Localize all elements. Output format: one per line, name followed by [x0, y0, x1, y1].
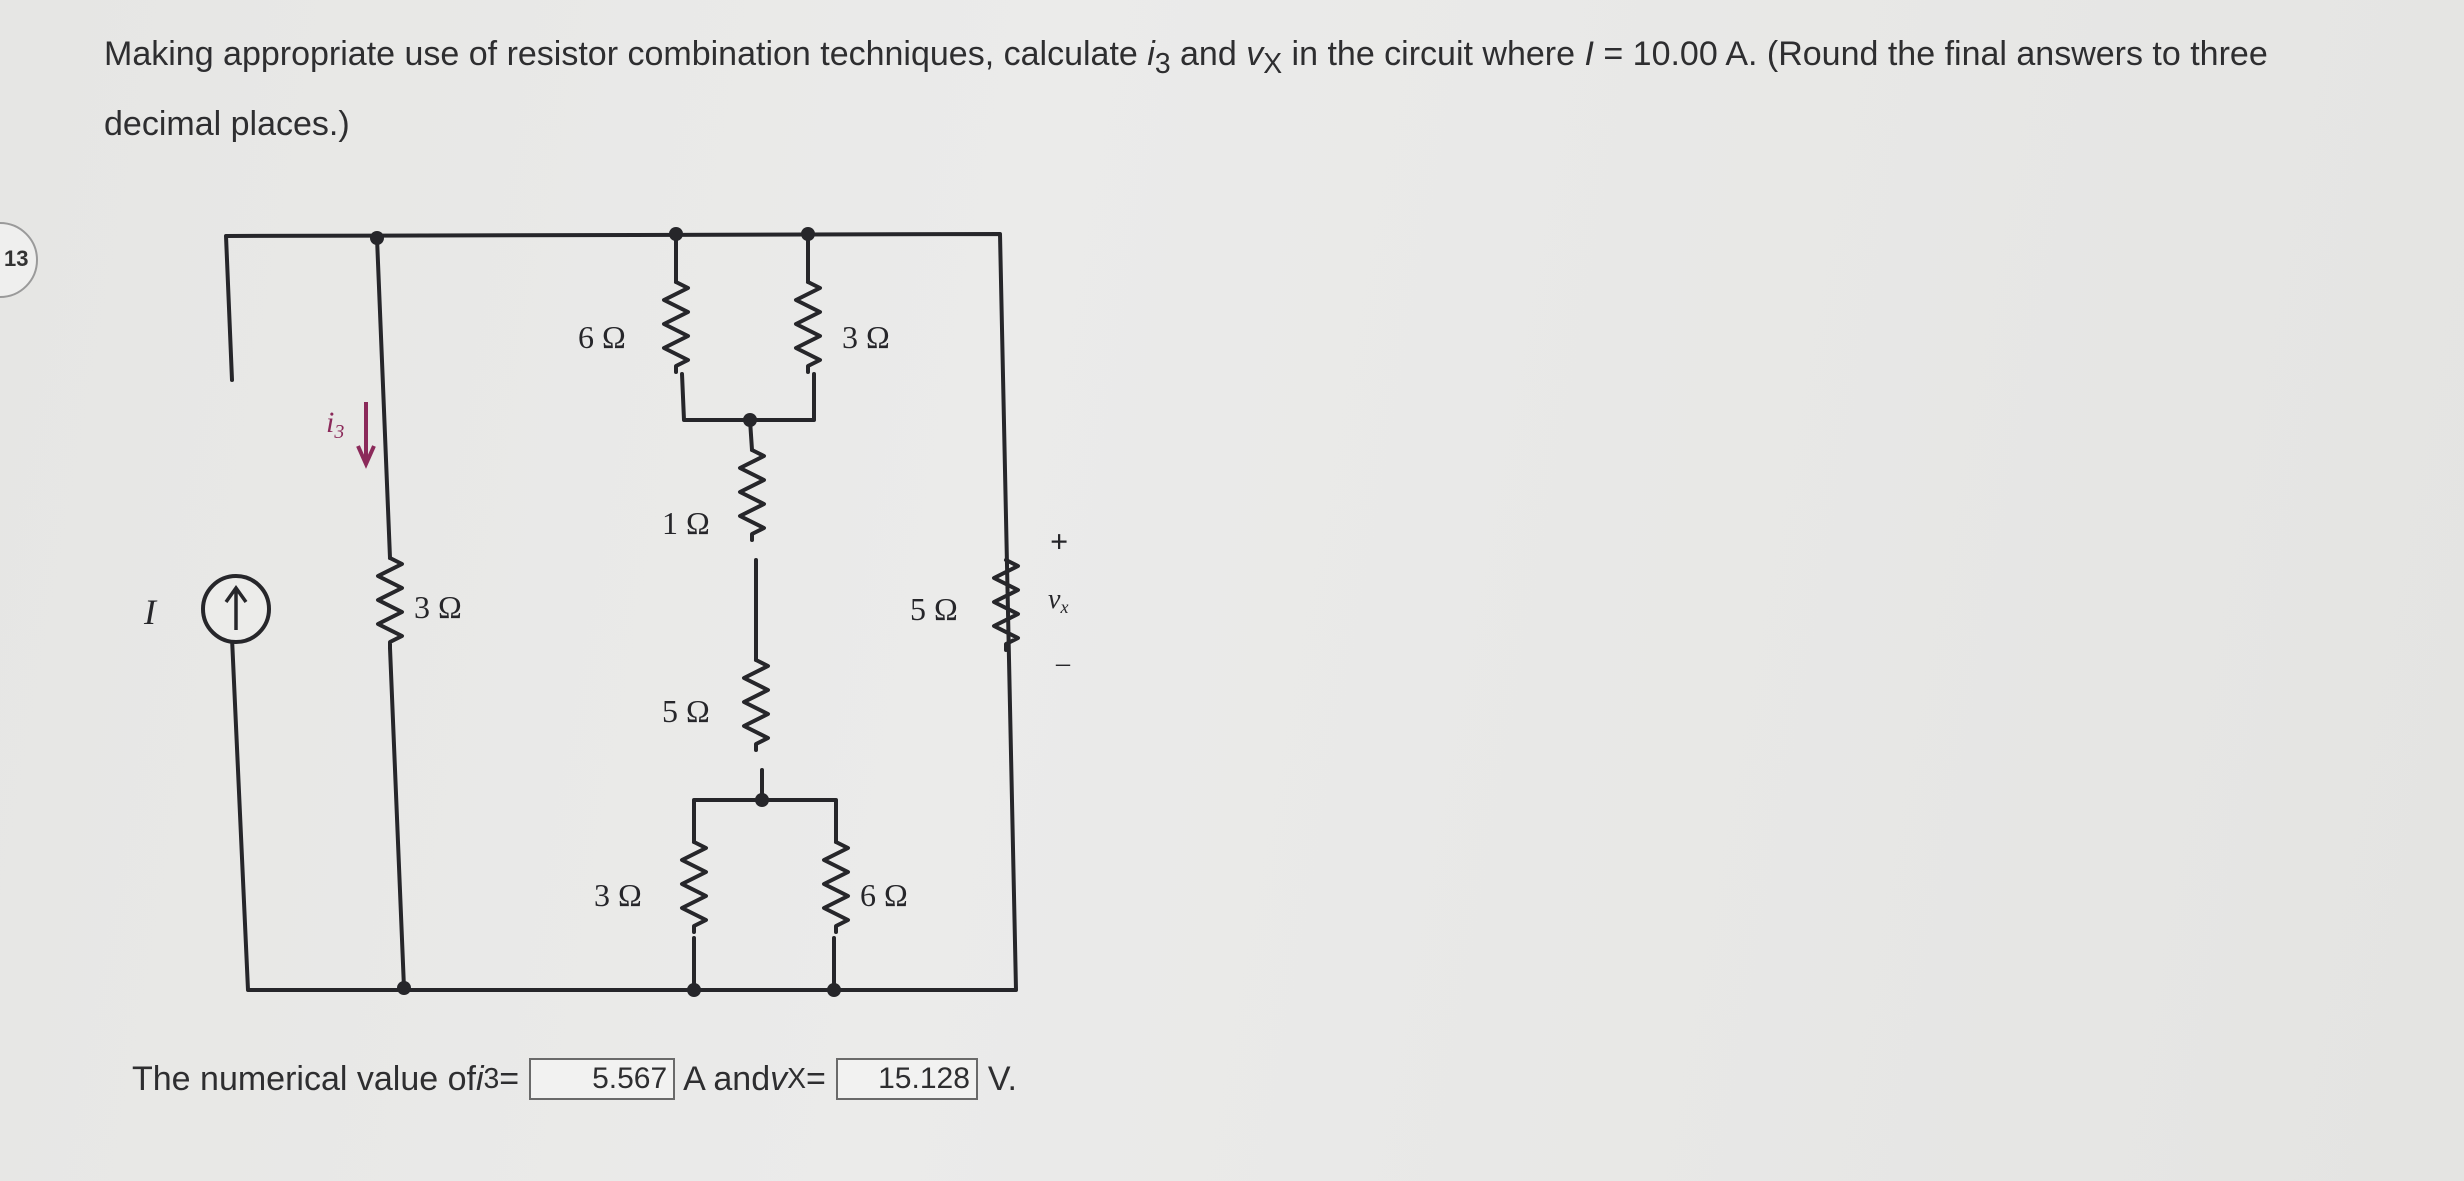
answer-var-vx: v	[770, 1059, 788, 1098]
answer-eq-2: =	[806, 1059, 826, 1098]
var-i3-subscript: 3	[1154, 47, 1171, 80]
label-left-3ohm: 3 Ω	[414, 589, 462, 625]
node	[755, 793, 769, 807]
node	[743, 413, 757, 427]
var-I: I	[1584, 35, 1594, 73]
resistor-mid-1ohm	[738, 448, 766, 542]
label-mid-1ohm: 1 Ω	[662, 505, 710, 541]
var-i3: i	[1147, 35, 1155, 73]
label-top-left-6ohm: 6 Ω	[578, 319, 626, 355]
label-top-right-3ohm: 3 Ω	[842, 319, 890, 355]
resistor-top-right-3ohm	[794, 280, 822, 374]
vx-minus-sign: –	[1055, 648, 1071, 679]
node	[687, 983, 701, 997]
question-text-part-2: in the circuit where	[1282, 35, 1585, 73]
var-vx-subscript: X	[1263, 47, 1283, 80]
answer-suffix: V.	[987, 1059, 1017, 1098]
answer-var-vx-subscript: X	[787, 1062, 807, 1095]
wire-left-branch	[375, 236, 406, 990]
resistor-left-3ohm	[376, 556, 404, 650]
vx-label-sub: x	[1059, 597, 1068, 617]
resistor-bottom-right-6ohm	[822, 840, 850, 934]
resistor-right-5ohm	[992, 558, 1020, 652]
resistor-mid-5ohm	[742, 658, 770, 752]
question-text: Making appropriate use of resistor combi…	[104, 24, 2334, 154]
vx-label-var: v	[1048, 584, 1061, 615]
vx-answer-field[interactable]: 15.128	[835, 1058, 978, 1100]
node	[801, 227, 815, 241]
i3-label-var: i	[326, 406, 334, 439]
answer-mid: A and	[683, 1059, 771, 1098]
source-label: I	[143, 592, 158, 632]
i3-answer-field[interactable]: 5.567	[529, 1058, 676, 1100]
var-vx: v	[1246, 35, 1264, 73]
answer-eq-1: =	[499, 1059, 520, 1098]
label-bottom-left-3ohm: 3 Ω	[594, 877, 642, 913]
i3-label: i3	[326, 406, 344, 443]
node	[827, 983, 841, 997]
label-right-5ohm: 5 Ω	[910, 591, 958, 627]
question-text-part-3: = 10.00 A. (Round the final answers to t…	[104, 35, 2268, 143]
question-number: 13	[4, 246, 29, 271]
label-mid-5ohm: 5 Ω	[662, 693, 710, 729]
resistor-bottom-left-3ohm	[680, 840, 708, 934]
answer-prefix: The numerical value of	[132, 1059, 476, 1098]
i3-label-sub: 3	[333, 421, 344, 443]
question-text-part-1: Making appropriate use of resistor combi…	[104, 35, 1148, 73]
wire-bottom-pair	[692, 798, 838, 992]
current-source-arrow-icon	[224, 584, 248, 630]
wire-left-top	[224, 232, 1018, 992]
i3-arrow-icon	[356, 402, 376, 469]
answer-var-i3: i	[475, 1059, 484, 1098]
node	[669, 227, 683, 241]
node	[397, 981, 411, 995]
vx-label: vx	[1048, 584, 1068, 617]
label-bottom-right-6ohm: 6 Ω	[860, 877, 908, 913]
node	[370, 231, 384, 245]
wire-top-left-branch	[674, 232, 816, 422]
question-and: and	[1170, 35, 1247, 73]
answer-var-i3-subscript: 3	[483, 1062, 500, 1095]
vx-plus-sign: +	[1050, 523, 1068, 559]
resistor-top-left-6ohm	[662, 280, 690, 374]
